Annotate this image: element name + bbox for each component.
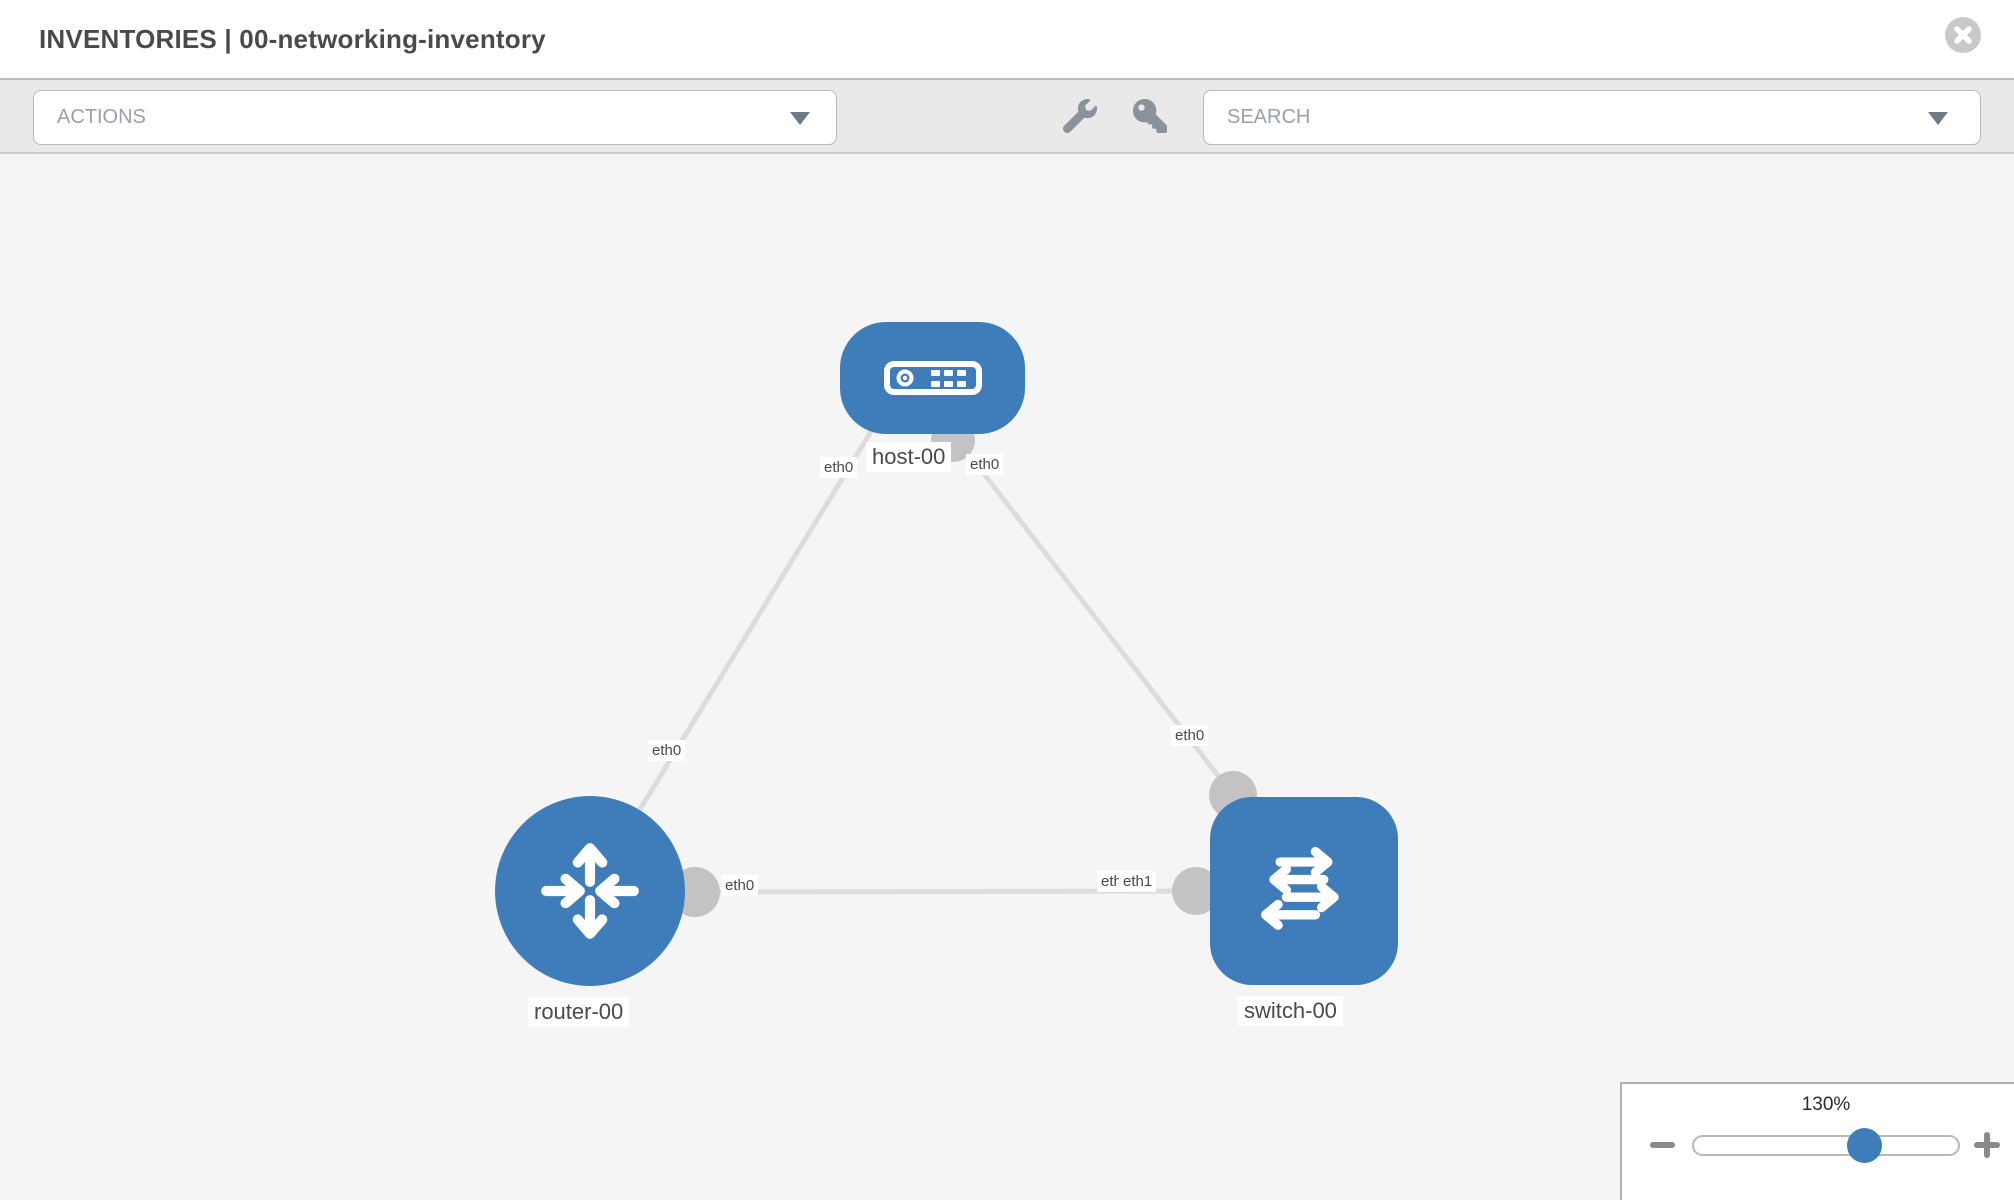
page-title: INVENTORIES | 00-networking-inventory	[39, 23, 546, 54]
zoom-slider-handle[interactable]	[1847, 1128, 1882, 1163]
close-button[interactable]	[1945, 17, 1981, 53]
key-icon	[1133, 99, 1167, 133]
credentials-button[interactable]	[1131, 97, 1169, 135]
interface-label: eth0	[1171, 725, 1209, 746]
search-dropdown-label: SEARCH	[1227, 106, 1311, 128]
topology-canvas[interactable]: host-00 router-00 switch-00 eth0 eth0 et…	[0, 154, 2014, 1200]
zoom-slider-track[interactable]	[1692, 1135, 1960, 1156]
node-label-host: host-00	[866, 442, 952, 472]
zoom-out-button[interactable]	[1650, 1142, 1675, 1148]
interface-label: eth0	[966, 454, 1004, 475]
chevron-down-icon	[1928, 112, 1948, 125]
header: INVENTORIES | 00-networking-inventory	[0, 0, 2014, 78]
interface-label: eth1	[1119, 871, 1157, 892]
node-switch-00[interactable]	[1210, 797, 1398, 985]
endpoint-switch-left	[1172, 867, 1220, 915]
actions-dropdown-label: ACTIONS	[57, 106, 146, 128]
toolbar: ACTIONS SEARCH	[0, 78, 2014, 154]
interface-label: eth0	[820, 457, 858, 478]
node-router-00[interactable]	[495, 796, 685, 986]
configure-button[interactable]	[1061, 97, 1099, 135]
host-device-icon	[883, 361, 982, 395]
zoom-level: 130%	[1801, 1094, 1851, 1115]
actions-dropdown[interactable]: ACTIONS	[33, 90, 837, 145]
topology-links-layer	[587, 418, 1257, 917]
node-label-switch: switch-00	[1238, 996, 1343, 1026]
zoom-in-button[interactable]	[1974, 1132, 2000, 1158]
interface-label: eth0	[648, 740, 686, 761]
chevron-down-icon	[790, 112, 810, 125]
router-icon	[541, 843, 639, 939]
search-dropdown[interactable]: SEARCH	[1203, 90, 1981, 145]
close-icon	[1954, 26, 1972, 44]
zoom-panel: 130%	[1620, 1082, 2014, 1200]
node-host-00[interactable]	[840, 322, 1025, 434]
interface-label: eth0	[721, 875, 759, 896]
switch-icon	[1260, 846, 1339, 930]
wrench-icon	[1063, 99, 1097, 133]
node-label-router: router-00	[528, 997, 630, 1027]
